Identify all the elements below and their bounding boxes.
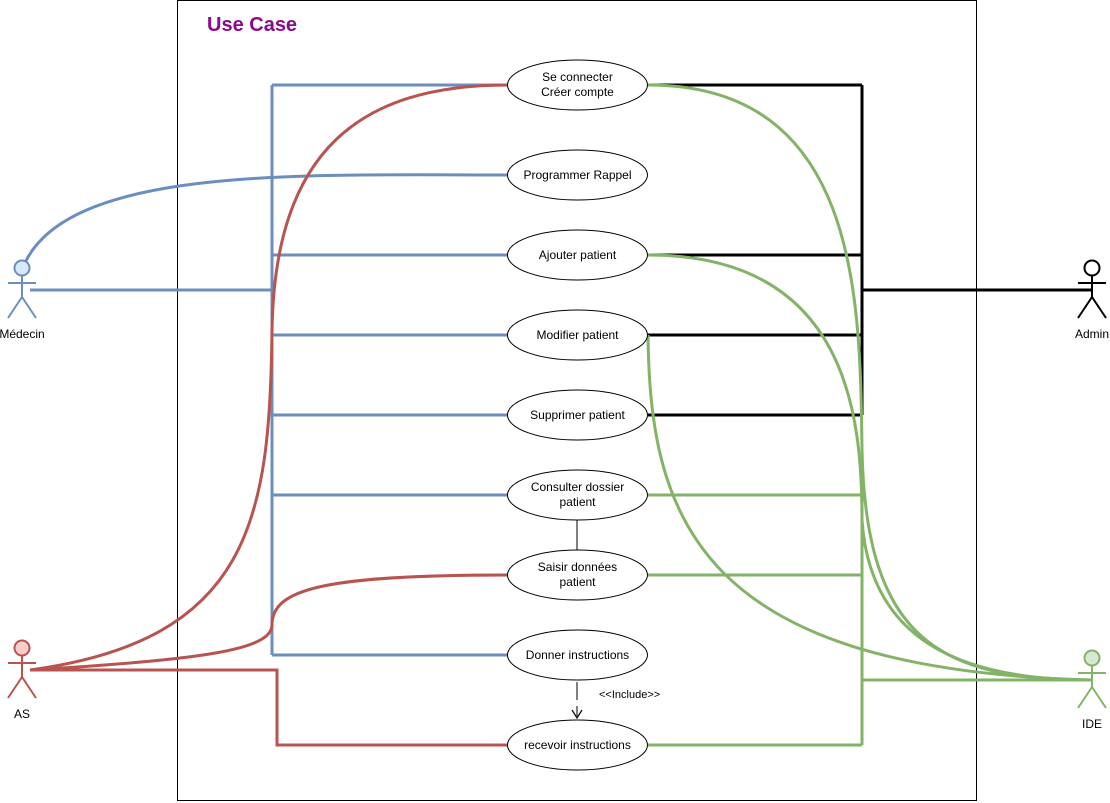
uc-modifier[interactable]: Modifier patient	[507, 309, 648, 361]
admin-links	[648, 83, 1092, 417]
actor-medecin-label: Médecin	[0, 327, 45, 341]
uc-supprimer-label: Supprimer patient	[530, 408, 625, 422]
uc-ajouter-label: Ajouter patient	[539, 248, 617, 262]
uc-consulter-label-2: patient	[559, 495, 596, 509]
uc-supprimer[interactable]: Supprimer patient	[507, 389, 648, 441]
diagram-title: Use Case	[207, 14, 297, 36]
as-link-recevoir	[30, 668, 508, 747]
uc-recevoir[interactable]: recevoir instructions	[507, 719, 648, 771]
include-arrowhead	[571, 709, 583, 720]
uc-donner-label: Donner instructions	[526, 648, 629, 662]
ide-link-ajouter	[647, 253, 1093, 682]
as-link-connect	[29, 83, 509, 672]
as-links	[29, 83, 509, 747]
actor-admin[interactable]	[1077, 259, 1107, 319]
uc-connect[interactable]: Se connecter Créer compte	[507, 59, 648, 111]
uc-connect-label-1: Se connecter	[542, 70, 613, 84]
actor-admin-label: Admin	[1075, 327, 1109, 341]
include-label: <<Include>>	[599, 689, 660, 701]
actor-as-label: AS	[14, 707, 30, 721]
actor-medecin[interactable]	[7, 259, 37, 319]
medecin-links	[20, 83, 508, 657]
actor-as[interactable]	[7, 639, 37, 699]
uc-consulter[interactable]: Consulter dossier patient	[507, 469, 648, 521]
ide-link-modifier	[646, 334, 1093, 682]
medecin-link-rappel	[20, 173, 508, 271]
uc-consulter-label-1: Consulter dossier	[531, 480, 624, 494]
uc-saisir-label-1: Saisir données	[538, 560, 617, 574]
actor-ide-label: IDE	[1082, 717, 1102, 731]
uc-donner[interactable]: Donner instructions	[507, 629, 648, 681]
uc-saisir[interactable]: Saisir données patient	[507, 549, 648, 601]
uc-modifier-label: Modifier patient	[536, 328, 619, 342]
include-relation: <<Include>>	[571, 682, 660, 720]
ide-links	[646, 83, 1093, 747]
as-link-saisir	[29, 573, 509, 672]
uc-ajouter[interactable]: Ajouter patient	[507, 229, 648, 281]
uc-saisir-label-2: patient	[559, 575, 596, 589]
uc-connect-label-2: Créer compte	[541, 85, 614, 99]
uc-rappel[interactable]: Programmer Rappel	[507, 149, 648, 201]
uc-recevoir-label: recevoir instructions	[524, 738, 631, 752]
actor-ide[interactable]	[1077, 649, 1107, 709]
uc-rappel-label: Programmer Rappel	[523, 168, 631, 182]
